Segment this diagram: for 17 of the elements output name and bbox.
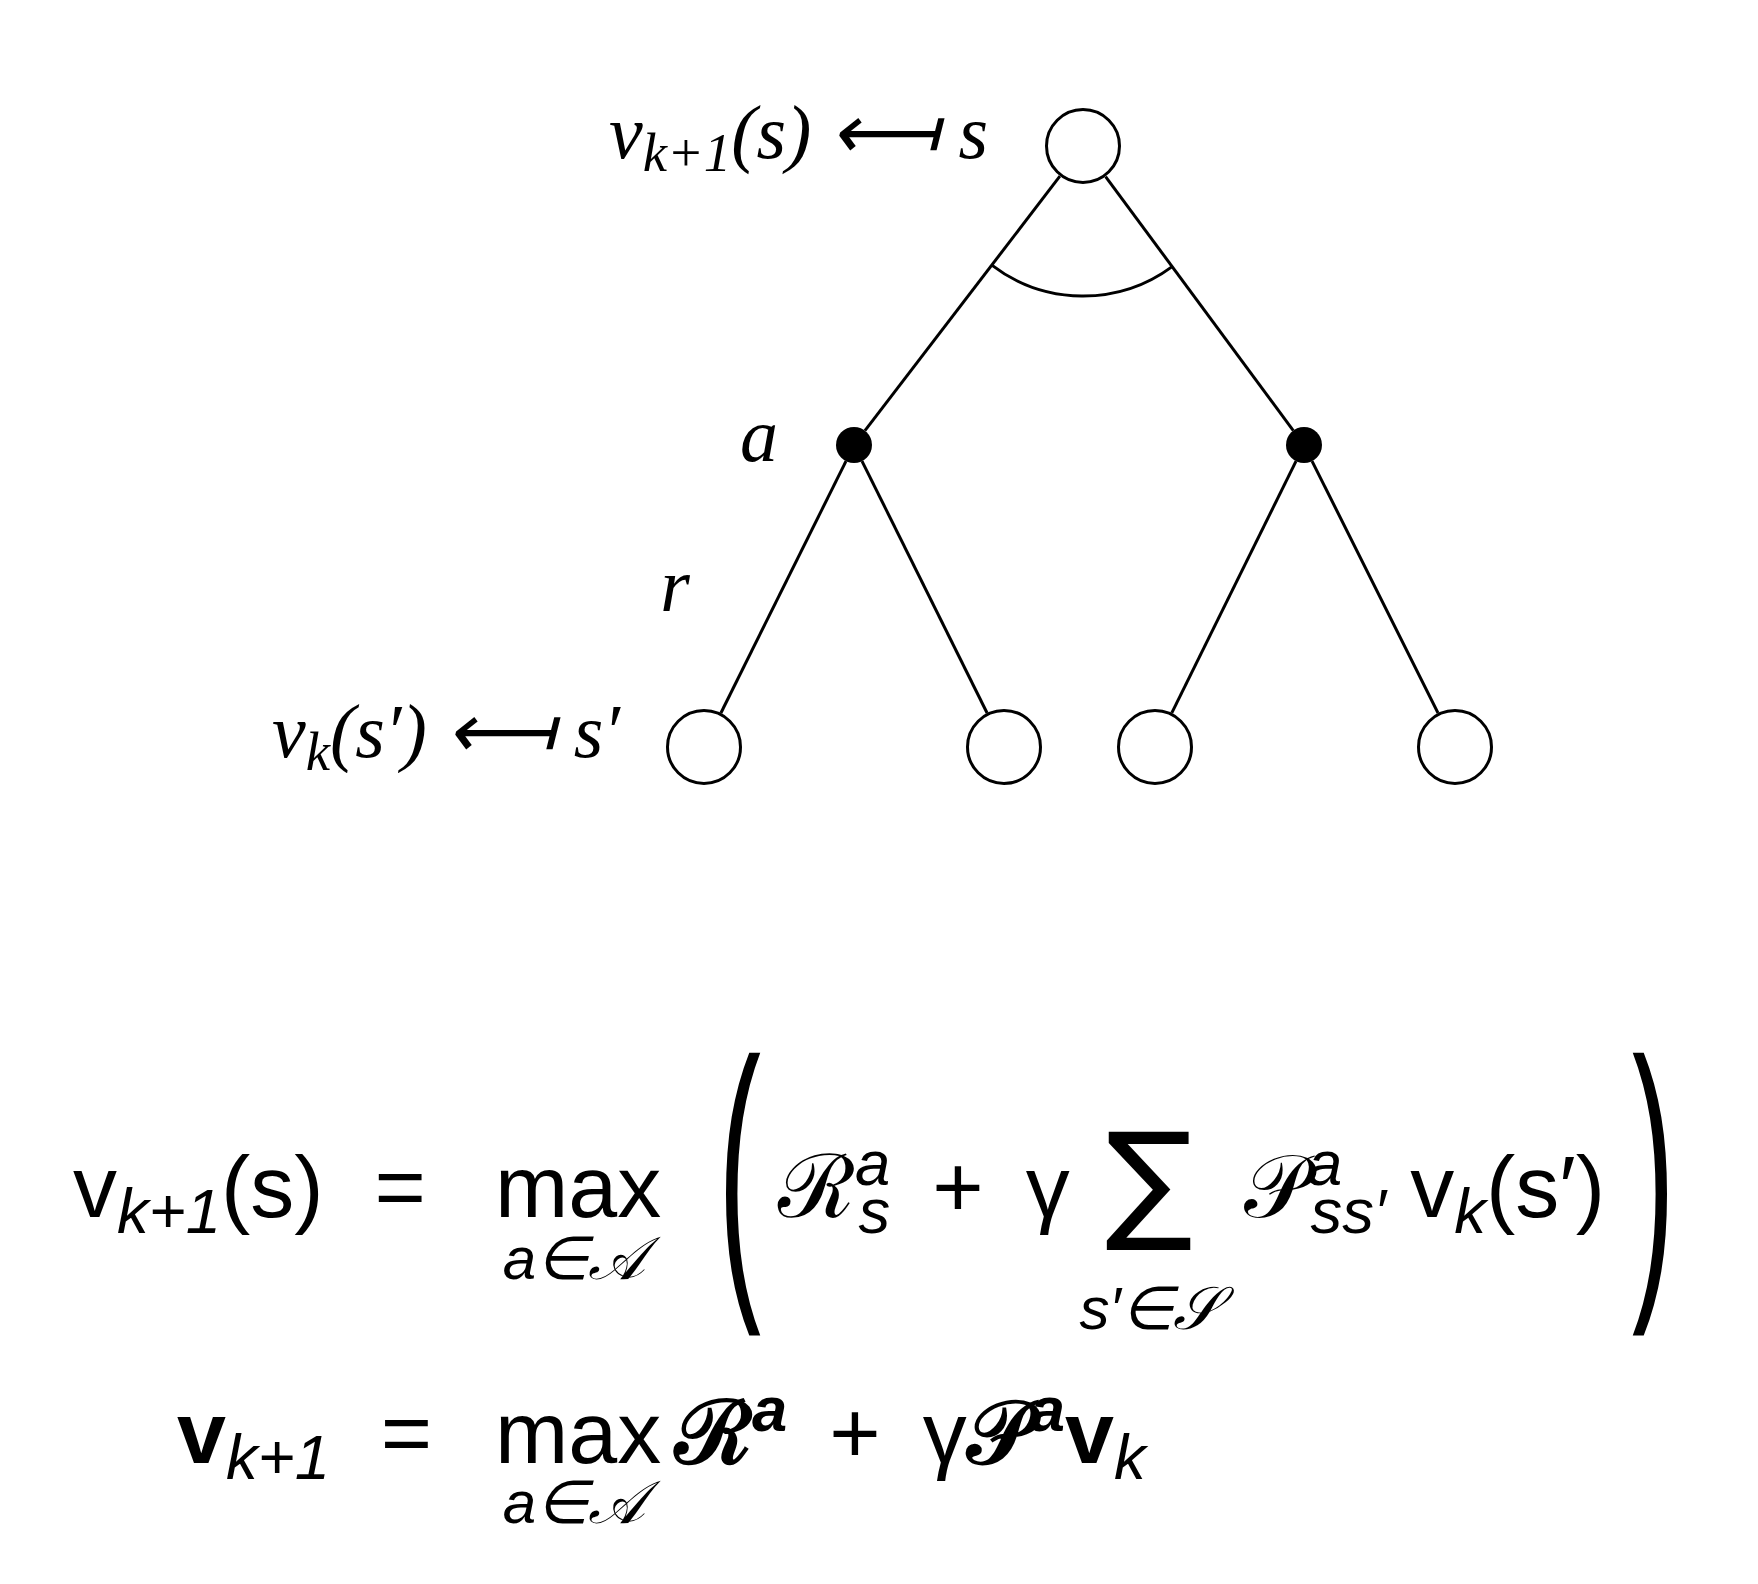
tree-edge	[1310, 460, 1440, 714]
formula-text: v$_{k+1}$(s) =	[73, 1135, 426, 1248]
parenthesis: (	[718, 1051, 761, 1338]
node-caption: v$_{k+1}$(s) ⟻ s	[608, 88, 988, 186]
sum-symbol: ∑	[1105, 1102, 1193, 1258]
tree-edge	[863, 175, 1062, 432]
formula-text: ℛ$^{a}$$_{s}$ + γ	[778, 1133, 1070, 1248]
edge-label: r	[660, 541, 690, 629]
limit-text: s′∈𝒮	[1073, 1273, 1255, 1355]
node-caption: v$_{k}$(s′) ⟻ s′	[271, 687, 620, 785]
parenthesis: )	[1632, 1051, 1675, 1338]
tree-edge	[719, 460, 848, 714]
node-caption: a	[740, 391, 778, 479]
tree-edge	[1104, 175, 1295, 432]
tree-edge	[860, 460, 989, 714]
formula-text: v$_{k+1}$ =	[177, 1381, 433, 1494]
tree-edge	[1170, 460, 1298, 714]
